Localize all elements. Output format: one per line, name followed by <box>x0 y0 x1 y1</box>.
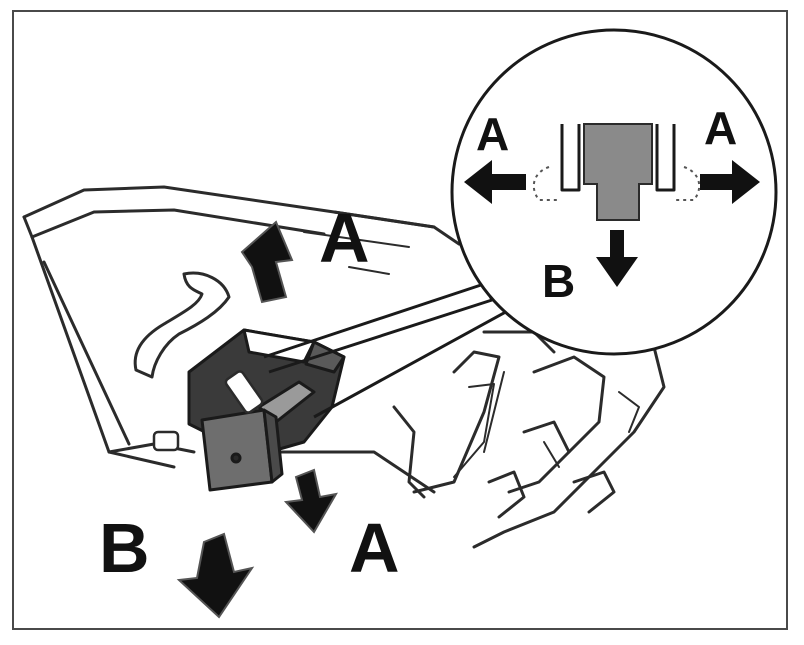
magnified-inset <box>452 30 776 354</box>
label-b-main: B <box>99 509 150 587</box>
arrow-up-icon <box>242 222 292 302</box>
arrow-down-a-icon <box>286 470 336 532</box>
fuse <box>202 410 282 490</box>
label-a-inset-left: A <box>476 108 509 160</box>
fuse-removal-illustration: A A B A A B <box>14 12 788 630</box>
diagram-frame: A A B A A B <box>12 10 788 630</box>
label-a-up: A <box>319 199 370 277</box>
label-a-down: A <box>349 509 400 587</box>
label-a-inset-right: A <box>704 102 737 154</box>
label-b-inset: B <box>542 255 575 307</box>
arrow-down-b-icon <box>179 534 252 617</box>
